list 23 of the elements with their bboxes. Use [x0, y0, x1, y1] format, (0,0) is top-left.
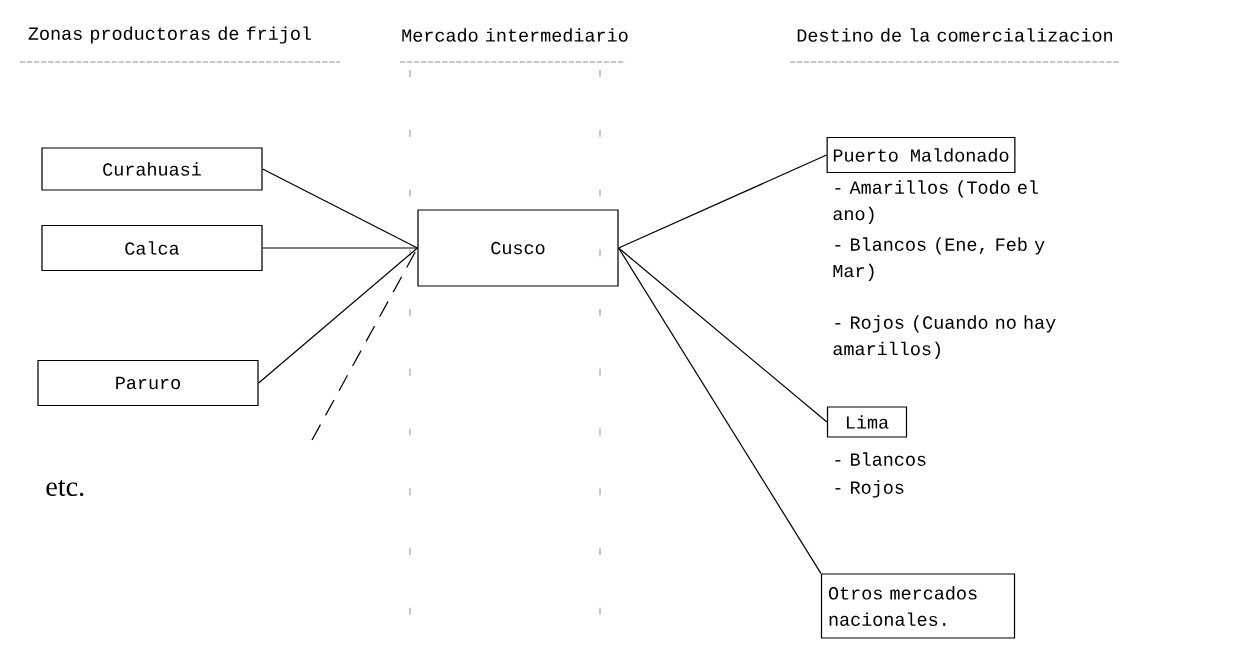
market-box: Lima — [826, 406, 908, 438]
connector-line — [262, 247, 418, 249]
connector-line — [618, 247, 822, 574]
product-note: - Amarillos (Todo el ano) — [833, 180, 1038, 224]
market-box: Calca — [41, 224, 263, 272]
market-box: Cusco — [417, 209, 619, 287]
connector-line — [258, 247, 418, 384]
column-heading: Zonas productoras de frijol — [28, 26, 312, 44]
product-note: - Blancos (Ene, Feb y Mar) — [833, 237, 1045, 281]
connector-line — [618, 247, 828, 423]
product-note: - Rojos (Cuando no hay amarillos) — [833, 315, 1056, 359]
product-note: - Blancos — [835, 452, 926, 466]
column-heading: Destino de la comercializacion — [797, 28, 1113, 42]
market-box: Curahuasi — [41, 147, 263, 191]
market-box: Puerto Maldonado — [826, 136, 1016, 174]
column-heading: Mercado intermediario — [402, 28, 628, 42]
market-box: Paruro — [37, 359, 259, 407]
connector-line — [311, 247, 418, 441]
market-box: Otros mercados nacionales. — [820, 573, 1016, 639]
handwritten-note: etc. — [46, 479, 84, 497]
connector-line — [262, 168, 418, 249]
product-note: - Rojos — [835, 480, 904, 498]
connector-line — [618, 154, 828, 249]
